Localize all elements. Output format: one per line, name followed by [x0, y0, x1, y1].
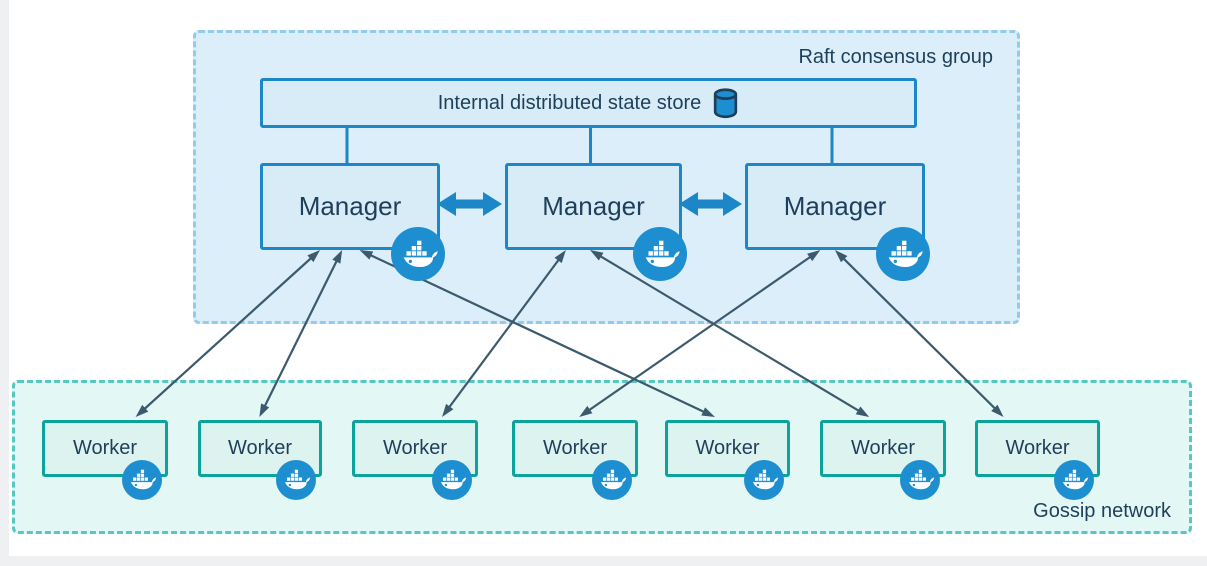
- worker-label: Worker: [227, 437, 293, 459]
- manager-label: Manager: [542, 191, 645, 221]
- docker-whale-icon: [900, 460, 940, 500]
- manager-label: Manager: [298, 191, 402, 221]
- docker-whale-icon: [744, 460, 784, 500]
- state-store-box: Internal distributed state store: [260, 78, 917, 128]
- gossip-network-label: Gossip network: [1033, 500, 1171, 522]
- docker-whale-icon: [592, 460, 632, 500]
- database-cylinder-icon: [712, 88, 739, 119]
- manager-node-3: Manager: [745, 163, 930, 281]
- docker-whale-icon: [432, 460, 472, 500]
- docker-whale-icon: [876, 227, 930, 281]
- worker-node-2: Worker: [198, 420, 322, 500]
- worker-label: Worker: [695, 437, 760, 459]
- worker-node-3: Worker: [352, 420, 478, 500]
- docker-whale-icon: [276, 460, 316, 500]
- manager-node-2: Manager: [505, 163, 687, 281]
- worker-node-7: Worker: [975, 420, 1100, 500]
- manager-node-1: Manager: [260, 163, 445, 281]
- worker-label: Worker: [542, 437, 608, 459]
- worker-label: Worker: [850, 437, 916, 459]
- manager-label: Manager: [783, 191, 887, 221]
- swarm-architecture-diagram: Raft consensus group Gossip network Inte…: [9, 0, 1207, 556]
- worker-label: Worker: [382, 437, 448, 459]
- docker-whale-icon: [391, 227, 445, 281]
- worker-label: Worker: [1005, 437, 1070, 459]
- docker-whale-icon: [1054, 460, 1094, 500]
- worker-node-1: Worker: [42, 420, 168, 500]
- state-store-label: Internal distributed state store: [437, 91, 702, 114]
- worker-node-5: Worker: [665, 420, 790, 500]
- worker-node-6: Worker: [820, 420, 946, 500]
- worker-node-4: Worker: [512, 420, 638, 500]
- docker-whale-icon: [122, 460, 162, 500]
- docker-whale-icon: [633, 227, 687, 281]
- raft-group-label: Raft consensus group: [798, 46, 993, 68]
- worker-label: Worker: [72, 437, 138, 459]
